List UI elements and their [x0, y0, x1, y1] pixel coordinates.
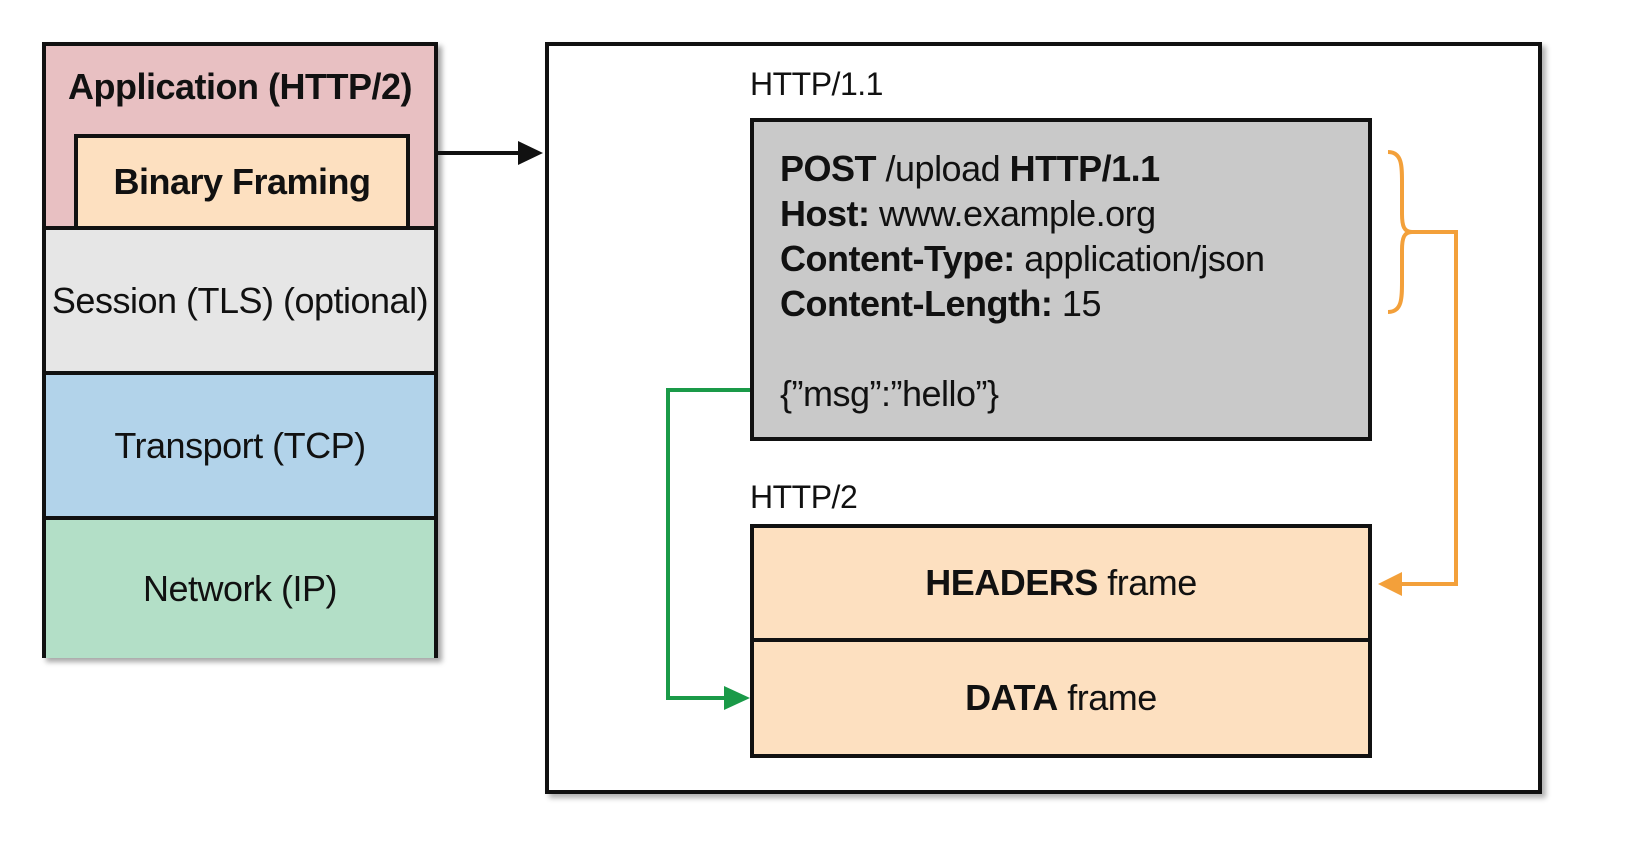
content-type-value: application/json	[1014, 238, 1265, 279]
content-type-key: Content-Type:	[780, 238, 1015, 279]
transport-layer-label: Transport (TCP)	[114, 424, 366, 466]
host-header: Host: www.example.org	[780, 191, 1368, 236]
stack-to-panel-arrow	[438, 141, 543, 165]
session-layer-label: Session (TLS) (optional)	[51, 279, 429, 321]
network-layer-label: Network (IP)	[142, 568, 338, 609]
http1-request-box: POST /upload HTTP/1.1 Host: www.example.…	[750, 118, 1372, 441]
content-type-header: Content-Type: application/json	[780, 236, 1368, 281]
headers-frame-type: HEADERS	[925, 562, 1098, 603]
transport-layer: Transport (TCP)	[46, 371, 434, 516]
content-length-value: 15	[1052, 283, 1102, 324]
http1-label: HTTP/1.1	[750, 66, 883, 102]
binary-framing-label: Binary Framing	[113, 161, 371, 202]
data-frame-suffix: frame	[1057, 677, 1157, 718]
host-header-value: www.example.org	[869, 193, 1156, 234]
network-layer: Network (IP)	[46, 516, 434, 658]
application-layer-label: Application (HTTP/2)	[68, 66, 413, 107]
request-version: HTTP/1.1	[1009, 148, 1161, 189]
http2-label: HTTP/2	[750, 479, 858, 515]
data-arrow	[666, 388, 750, 710]
content-length-key: Content-Length:	[780, 283, 1053, 324]
data-frame-type: DATA	[965, 677, 1058, 718]
headers-frame: HEADERS frame	[750, 524, 1372, 642]
protocol-stack: Application (HTTP/2) Binary Framing Sess…	[42, 42, 438, 658]
content-length-header: Content-Length: 15	[780, 281, 1368, 326]
request-path: /upload	[876, 148, 1010, 189]
headers-frame-suffix: frame	[1097, 562, 1197, 603]
request-body: {”msg”:”hello”}	[780, 373, 999, 414]
binary-framing-layer: Binary Framing	[74, 134, 410, 226]
application-layer: Application (HTTP/2) Binary Framing	[46, 46, 434, 226]
headers-brace	[1387, 150, 1413, 314]
data-frame: DATA frame	[750, 638, 1372, 758]
headers-arrow	[1378, 230, 1458, 596]
request-method: POST	[780, 148, 877, 189]
request-line: POST /upload HTTP/1.1	[780, 146, 1368, 191]
session-layer: Session (TLS) (optional)	[46, 226, 434, 371]
host-header-key: Host:	[780, 193, 870, 234]
